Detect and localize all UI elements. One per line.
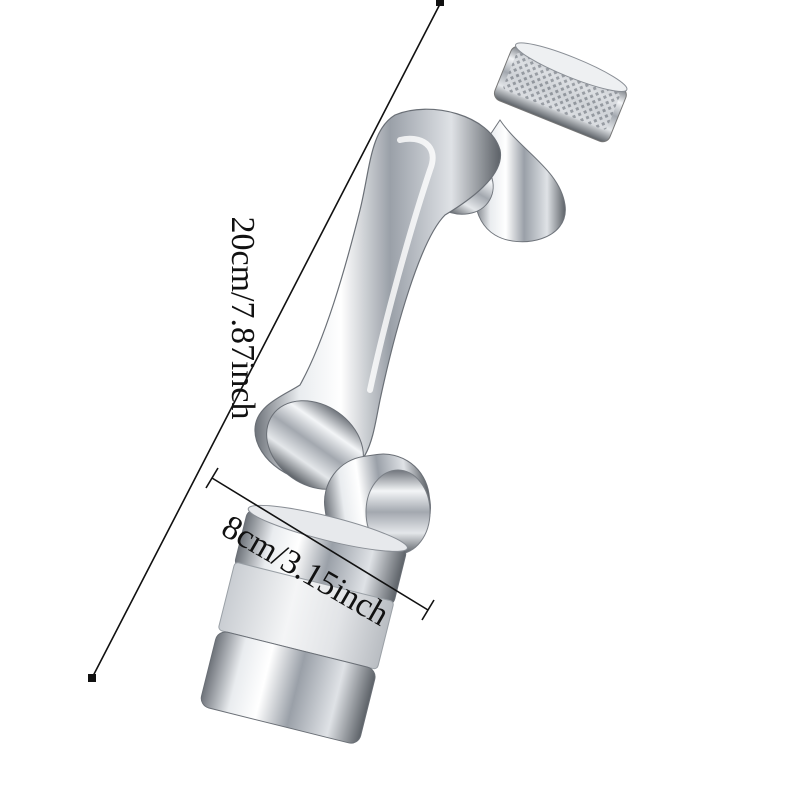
faucet-arm — [200, 42, 628, 744]
width-dimension-line — [211, 477, 429, 611]
width-dimension — [205, 467, 435, 621]
bottom-aerator — [200, 504, 408, 744]
length-label: 20cm/7.87inch — [224, 216, 261, 419]
length-dimension-start-cap — [436, 0, 444, 6]
length-dimension-line — [91, 3, 441, 679]
top-aerator-head — [493, 42, 628, 143]
length-dimension — [88, 0, 444, 682]
length-dimension-end-cap — [88, 674, 96, 682]
